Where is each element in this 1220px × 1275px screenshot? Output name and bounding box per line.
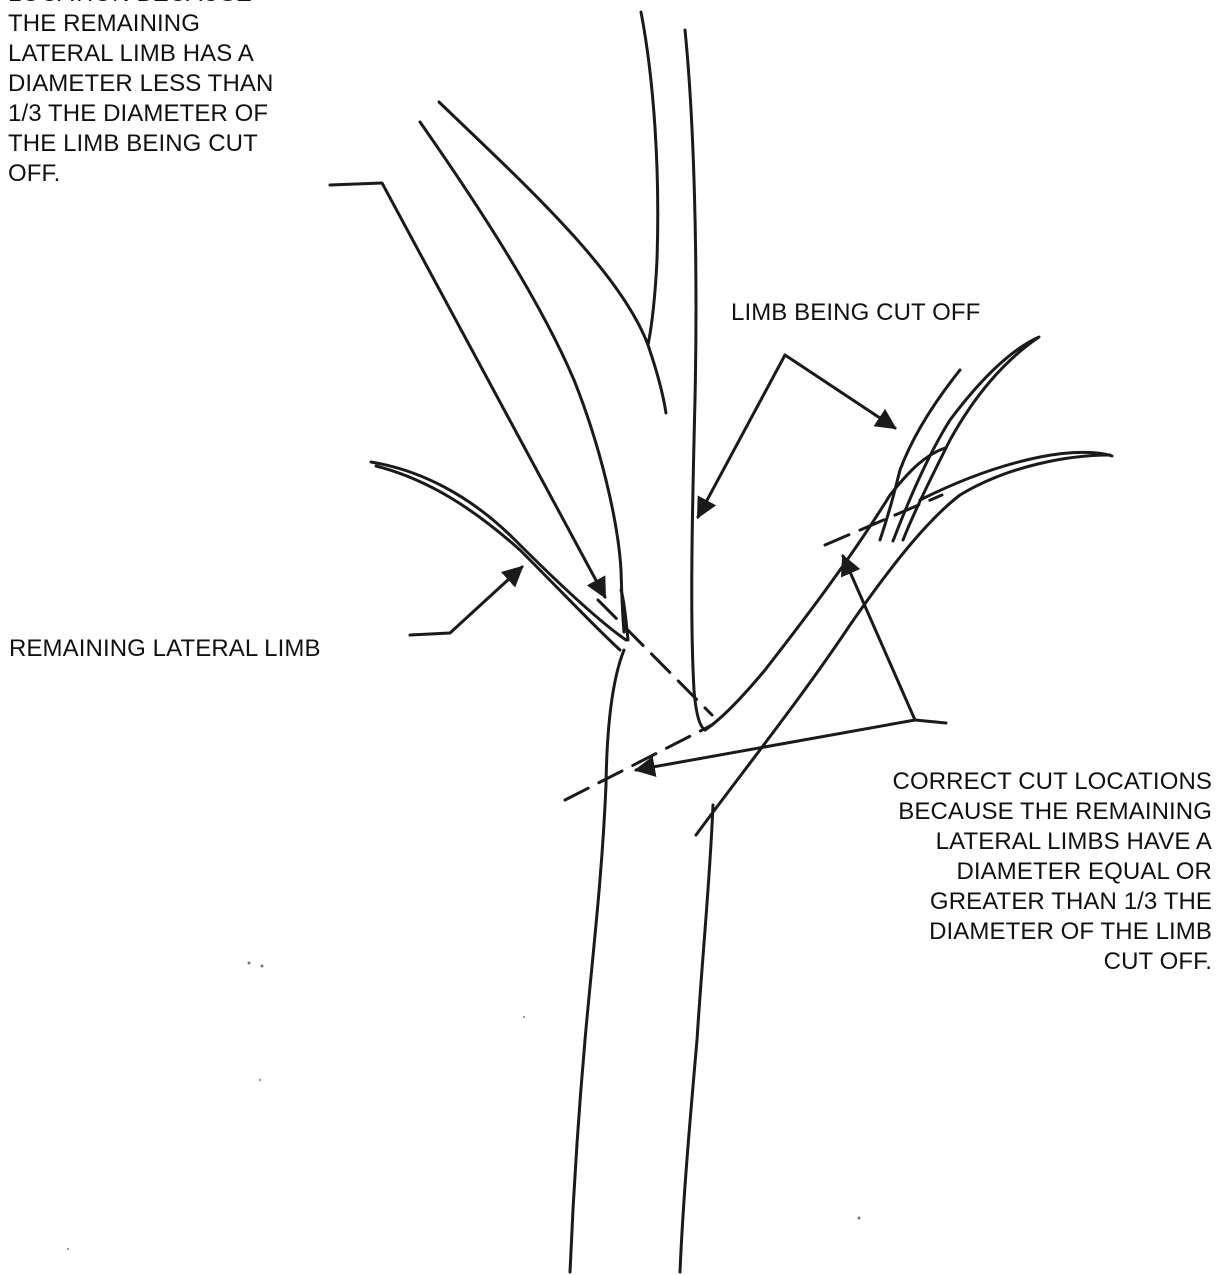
- limb-cut-callout-left: [698, 355, 785, 517]
- leader-left-outline: [641, 12, 658, 345]
- limb-cut-callout-right: [785, 355, 895, 428]
- right-upper-arm: [880, 370, 960, 540]
- trunk-right-outline: [680, 805, 713, 1272]
- incorrect-callout-line: [330, 183, 605, 597]
- remaining-limb-callout: [410, 567, 522, 635]
- speck: [523, 1016, 525, 1018]
- speck: [858, 1217, 861, 1220]
- leader-right-outline: [685, 30, 705, 730]
- incorrect-cut-line: [598, 600, 712, 715]
- limb-being-cut-off-label: LIMB BEING CUT OFF: [731, 298, 980, 328]
- trunk-left-outline: [570, 650, 624, 1272]
- right-lateral-limb: [920, 452, 1112, 500]
- correct-cut-line-lower: [565, 725, 712, 800]
- side-branch: [439, 102, 666, 413]
- left-limb-outer: [420, 122, 624, 632]
- speck: [261, 965, 264, 968]
- correct-callout-upper: [843, 556, 946, 723]
- speck: [248, 962, 251, 965]
- remaining-lateral-limb-label: REMAINING LATERAL LIMB: [9, 634, 321, 664]
- speck: [259, 1079, 261, 1081]
- lateral-limb-upper: [371, 462, 626, 640]
- incorrect-cut-label: LOCATION BECAUSE THE REMAINING LATERAL L…: [8, 0, 348, 189]
- right-limb-inner: [705, 448, 945, 730]
- correct-cut-line-upper: [825, 495, 942, 545]
- correct-cut-locations-label: CORRECT CUT LOCATIONS BECAUSE THE REMAIN…: [812, 767, 1212, 977]
- speck: [67, 1248, 69, 1250]
